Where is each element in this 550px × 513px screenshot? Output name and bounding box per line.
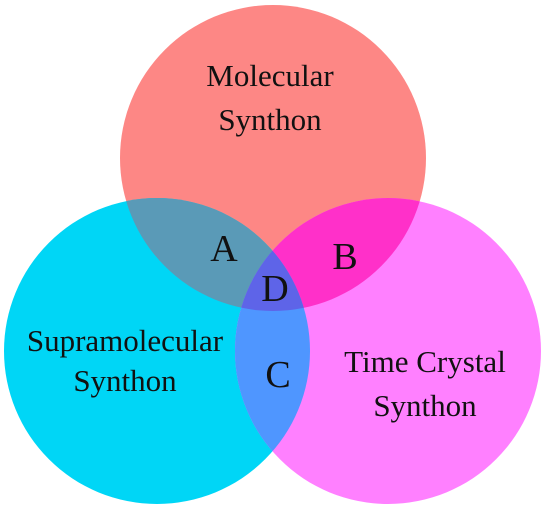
region-c-label: C — [265, 354, 290, 396]
label-molecular-line2: Synthon — [218, 102, 322, 137]
label-time-crystal-line1: Time Crystal — [344, 344, 506, 379]
region-b-label: B — [332, 236, 357, 278]
label-supramolecular-line2: Synthon — [73, 363, 177, 398]
label-time-crystal-line2: Synthon — [373, 388, 477, 423]
label-supramolecular-line1: Supramolecular — [27, 323, 224, 358]
region-b-overlap — [235, 198, 426, 311]
region-a-overlap — [120, 198, 310, 311]
region-a-label: A — [210, 228, 238, 270]
region-d-label: D — [261, 268, 288, 310]
label-molecular-line1: Molecular — [206, 58, 334, 93]
